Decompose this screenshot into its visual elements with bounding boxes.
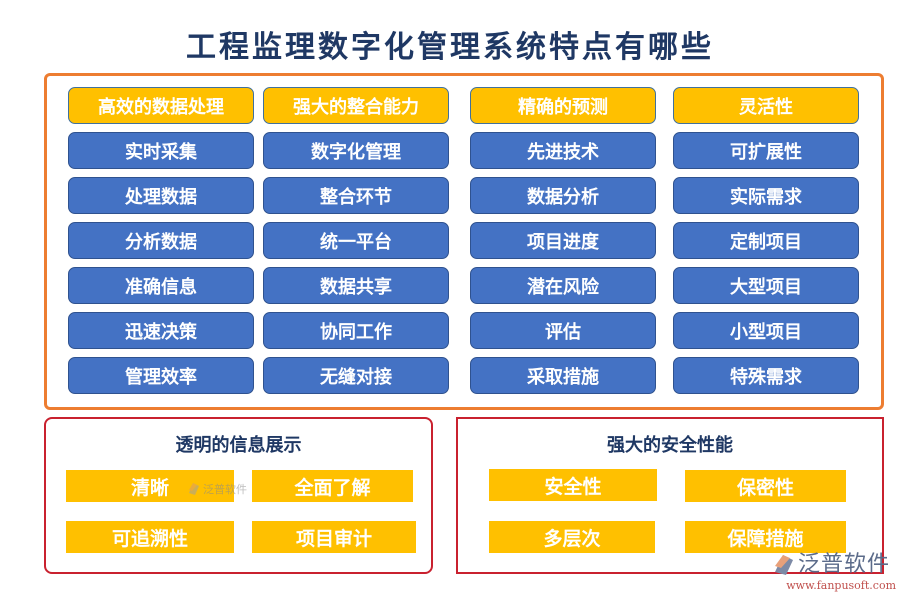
feature-item: 采取措施 (470, 357, 656, 394)
feature-item: 小型项目 (673, 312, 859, 349)
feature-item: 统一平台 (263, 222, 449, 259)
info-item: 可追溯性 (66, 521, 234, 553)
security-item: 保障措施 (685, 521, 846, 553)
feature-column-integration: 强大的整合能力 数字化管理 整合环节 统一平台 数据共享 协同工作 无缝对接 (263, 87, 449, 402)
feature-column-flexibility: 灵活性 可扩展性 实际需求 定制项目 大型项目 小型项目 特殊需求 (673, 87, 859, 402)
feature-item: 分析数据 (68, 222, 254, 259)
feature-item: 管理效率 (68, 357, 254, 394)
security-item: 安全性 (489, 469, 657, 501)
feature-item: 无缝对接 (263, 357, 449, 394)
feature-item: 定制项目 (673, 222, 859, 259)
feature-item: 协同工作 (263, 312, 449, 349)
feature-item: 先进技术 (470, 132, 656, 169)
feature-item: 实际需求 (673, 177, 859, 214)
fanpu-logo-icon (775, 555, 793, 575)
feature-item: 数字化管理 (263, 132, 449, 169)
info-display-panel: 透明的信息展示 清晰 全面了解 可追溯性 项目审计 (44, 417, 433, 574)
feature-item: 项目进度 (470, 222, 656, 259)
feature-item: 可扩展性 (673, 132, 859, 169)
feature-item: 数据分析 (470, 177, 656, 214)
security-item: 多层次 (489, 521, 655, 553)
info-item: 全面了解 (252, 470, 413, 502)
brand-logo: 泛普软件 www.fanpusoft.com (771, 552, 896, 596)
fanpu-logo-icon (189, 483, 199, 495)
feature-item: 准确信息 (68, 267, 254, 304)
feature-item: 处理数据 (68, 177, 254, 214)
feature-column-data-processing: 高效的数据处理 实时采集 处理数据 分析数据 准确信息 迅速决策 管理效率 (68, 87, 254, 402)
column-header: 灵活性 (673, 87, 859, 124)
panel-title: 透明的信息展示 (175, 435, 302, 456)
column-header: 精确的预测 (470, 87, 656, 124)
info-item: 清晰 (66, 470, 234, 502)
column-header: 强大的整合能力 (263, 87, 449, 124)
feature-item: 特殊需求 (673, 357, 859, 394)
feature-column-prediction: 精确的预测 先进技术 数据分析 项目进度 潜在风险 评估 采取措施 (470, 87, 656, 402)
page-title: 工程监理数字化管理系统特点有哪些 (186, 30, 714, 65)
brand-name: 泛普软件 (798, 552, 891, 577)
feature-item: 数据共享 (263, 267, 449, 304)
panel-title: 强大的安全性能 (607, 435, 733, 456)
feature-item: 大型项目 (673, 267, 859, 304)
security-item: 保密性 (685, 470, 846, 502)
info-item: 项目审计 (252, 521, 416, 553)
feature-item: 迅速决策 (68, 312, 254, 349)
security-panel: 强大的安全性能 安全性 保密性 多层次 保障措施 (456, 417, 884, 574)
feature-item: 潜在风险 (470, 267, 656, 304)
feature-item: 整合环节 (263, 177, 449, 214)
feature-item: 实时采集 (68, 132, 254, 169)
column-header: 高效的数据处理 (68, 87, 254, 124)
watermark: 泛普软件 (186, 481, 247, 497)
watermark-text: 泛普软件 (203, 483, 247, 496)
brand-url: www.fanpusoft.com (786, 579, 896, 592)
feature-item: 评估 (470, 312, 656, 349)
